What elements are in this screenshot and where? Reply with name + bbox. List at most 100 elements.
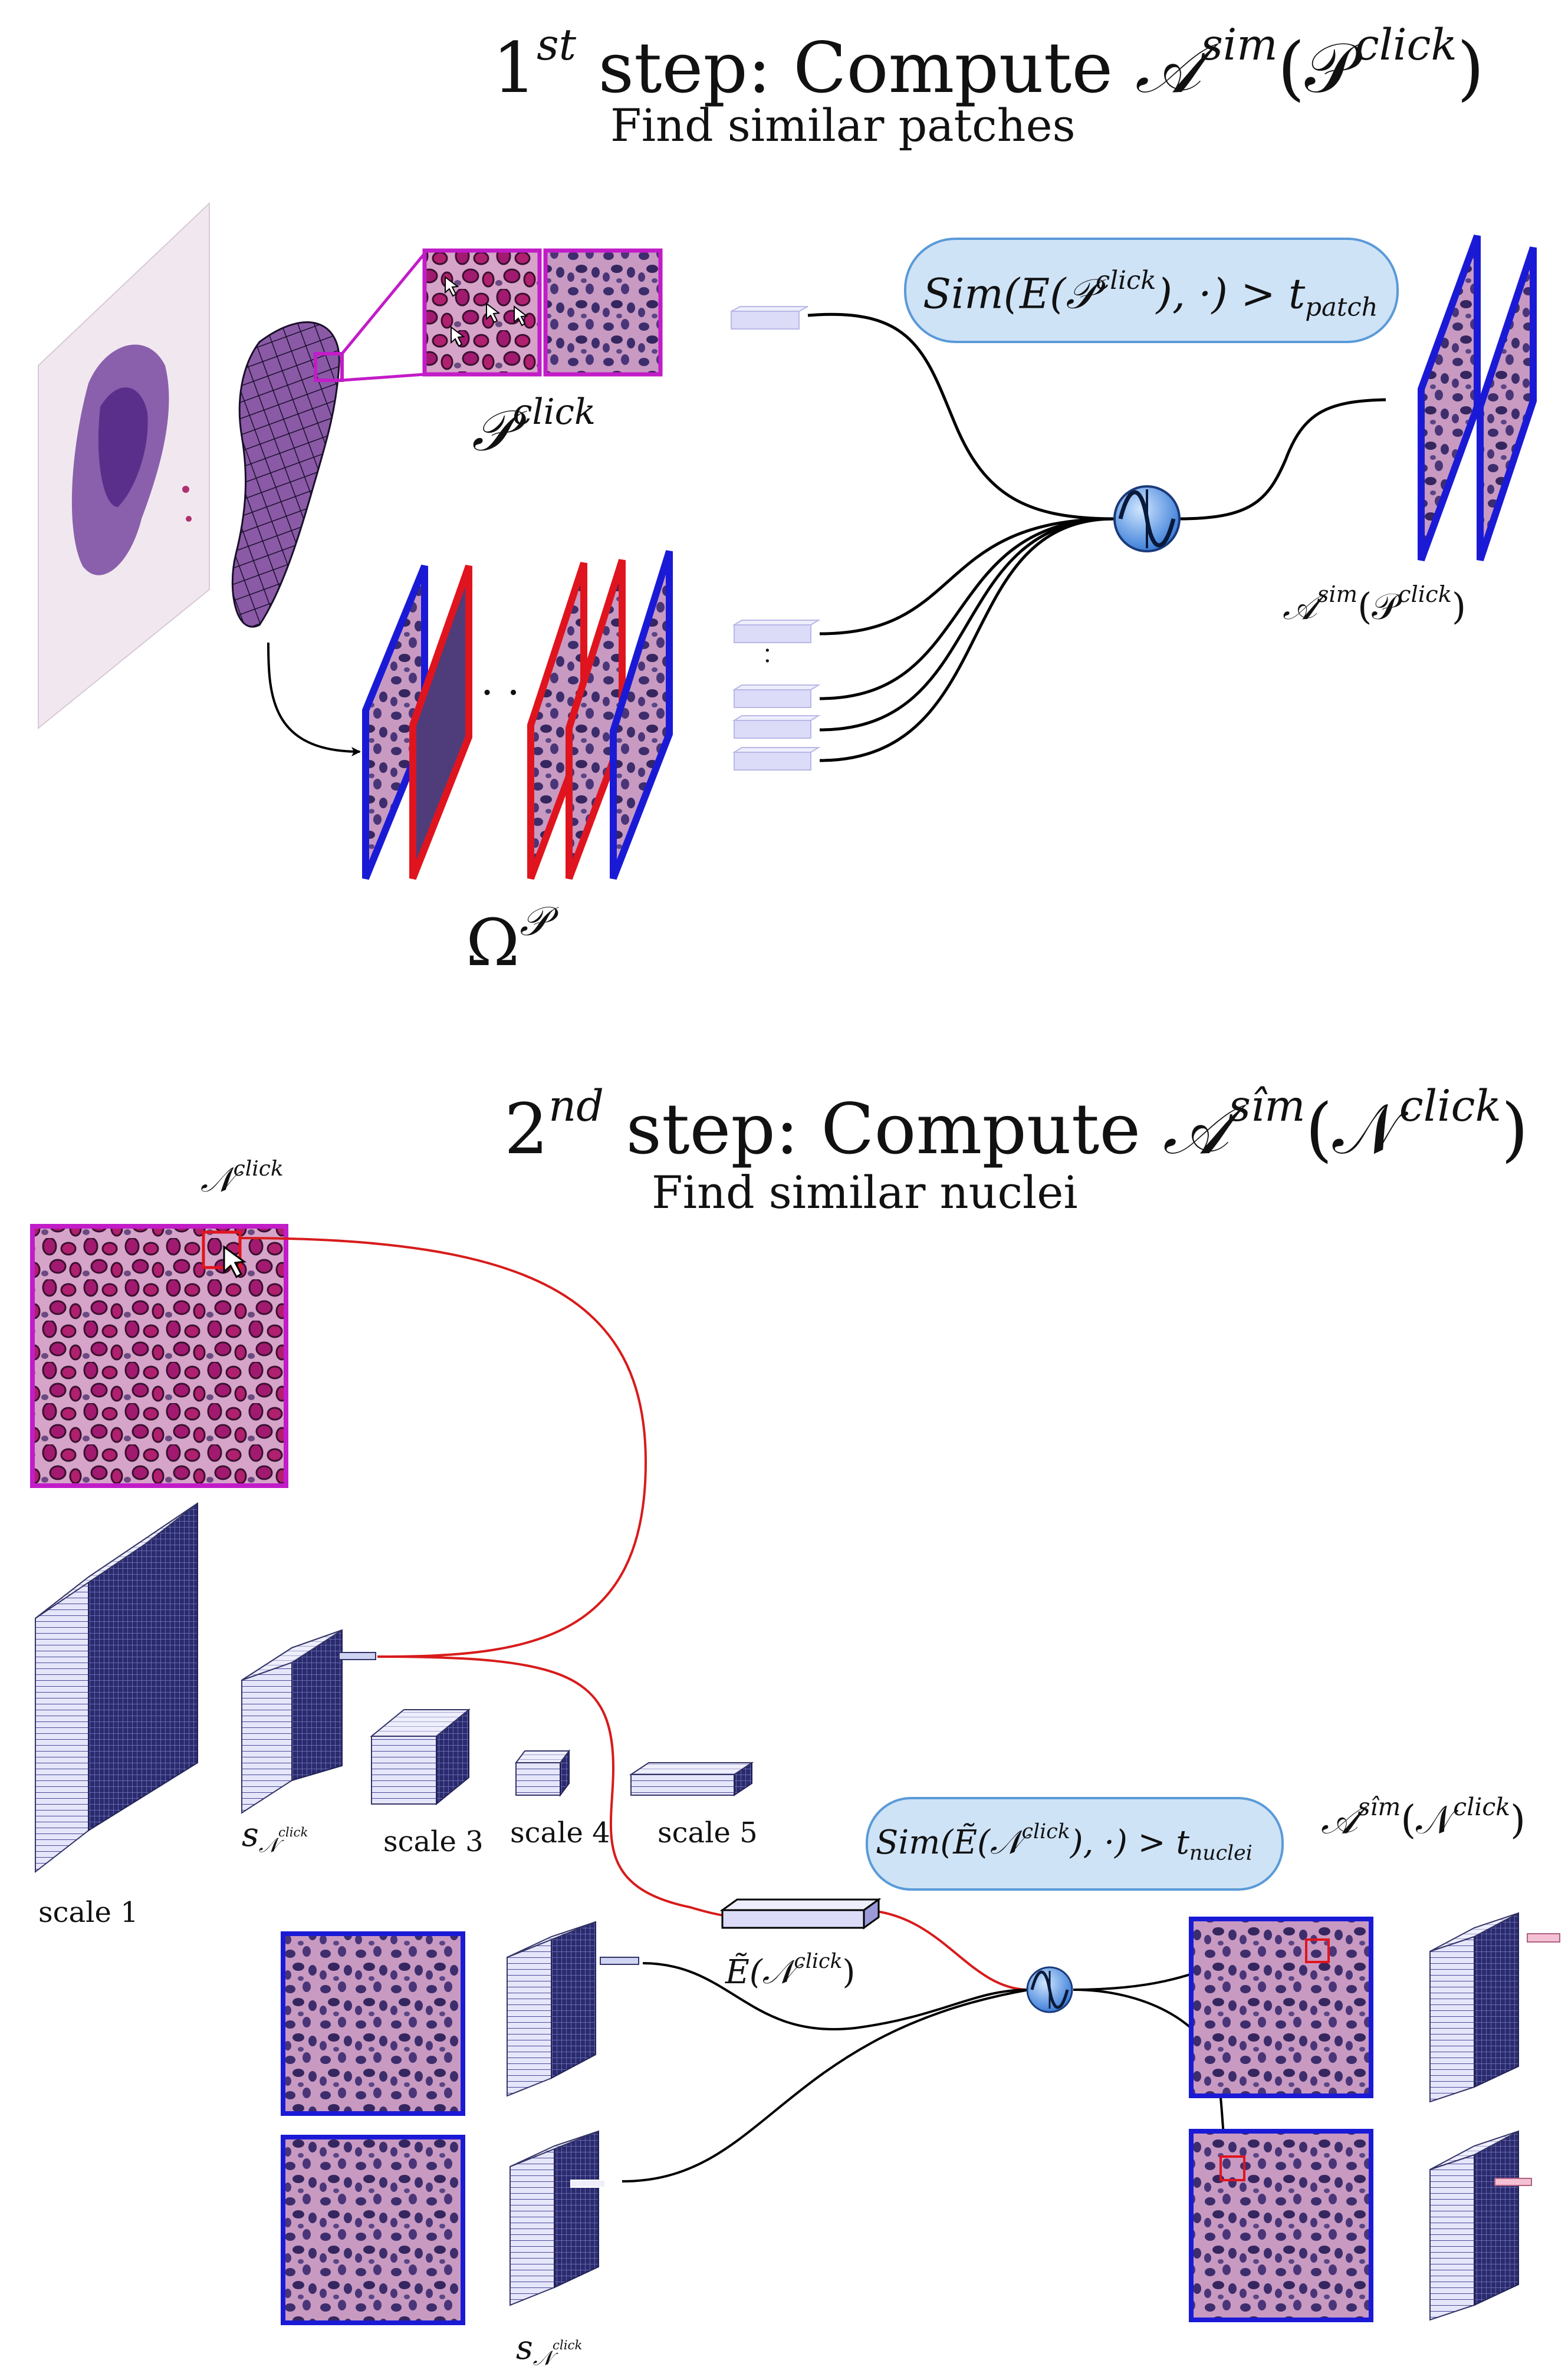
result1-close: ): [1451, 584, 1467, 628]
whole-slide-image: [38, 202, 210, 730]
embedding-close: ): [842, 1953, 856, 1992]
feature-stack-scale-1: [35, 1502, 198, 1874]
similar-nuclei-result-2: [1189, 2129, 1373, 2322]
feature-stack-scale-3: [370, 1708, 471, 1806]
result1-arg: (𝒫: [1357, 584, 1398, 628]
condition-step1-sub: patch: [1305, 292, 1378, 322]
step2-title-math-arg-sup: click: [1399, 1081, 1501, 1131]
condition-step2-rest: ), ·) > t: [1070, 1823, 1189, 1862]
result2-sym: 𝒜: [1321, 1797, 1358, 1843]
condition-text-step2: Sim(Ẽ(𝒩click), ·) > tnuclei: [876, 1822, 1253, 1864]
result1-arg-sup: click: [1398, 581, 1452, 608]
ellipsis-vertical: · ·: [764, 637, 771, 675]
step2-title-prefix: 2: [504, 1088, 549, 1170]
result2-close: ): [1510, 1797, 1526, 1843]
step1-title-math-close: ): [1457, 27, 1484, 108]
similarity-operator-icon: [1113, 485, 1181, 552]
result1-sym: 𝒜: [1283, 584, 1317, 628]
feature-vectors-step1: [731, 306, 821, 771]
s-n-click-sub-2: 𝒩: [532, 2346, 553, 2371]
n-click-label: 𝒩click: [200, 1158, 284, 1197]
feature-vector-p-click: [731, 306, 808, 330]
tissue-patch-grid: [231, 321, 344, 628]
step2-title-math-close: ): [1501, 1088, 1528, 1170]
condition-text-step1: Sim(E(𝒫click), ·) > tpatch: [923, 268, 1378, 321]
feature-stack-scale-4: [515, 1749, 570, 1797]
step1-title-math-sup: sim: [1201, 20, 1278, 70]
condition-bubble-step1: [904, 238, 1399, 343]
n-click-sym: 𝒩: [200, 1159, 234, 1200]
omega-sym: Ω: [466, 905, 520, 981]
feature-stack-scale-2: [241, 1629, 376, 1814]
s-n-click-sub-sup-2: click: [553, 2338, 583, 2353]
cursor-arrow-icon: [223, 1245, 246, 1279]
feature-vector-omega-1: [732, 620, 821, 643]
n-click-sup: click: [233, 1157, 284, 1181]
candidate-patch-2: [281, 2135, 465, 2325]
result1-sup: sim: [1317, 581, 1358, 608]
s-n-click-label-bottom: s𝒩click: [516, 2332, 582, 2369]
condition-step1-rest: ), ·) > t: [1156, 269, 1306, 318]
step2-title-math-arg: (𝒩: [1305, 1088, 1399, 1170]
scale-label-4: scale 4: [510, 1816, 610, 1849]
candidate-feature-stack-1: [507, 1921, 639, 2097]
step1-title-math: 𝒜: [1135, 27, 1201, 108]
embedding-main: Ẽ(𝒩: [725, 1953, 794, 1992]
step2-subtitle: Find similar nuclei: [652, 1166, 1078, 1219]
p-click-patch-raw: [543, 248, 663, 377]
condition-step1-main: Sim(E(𝒫: [923, 269, 1096, 318]
step1-title: 1st step: Compute 𝒜sim(𝒫click): [492, 24, 1484, 103]
similar-patches-result: [1418, 234, 1537, 562]
s-n-click-sub: 𝒩: [258, 1833, 279, 1858]
red-curve-n-click: [240, 1237, 647, 1658]
condition-step2-sup: click: [1021, 1820, 1070, 1844]
step1-title-text: step: Compute: [598, 27, 1135, 108]
condition-step1-sup: click: [1095, 266, 1156, 295]
condition-step2-main: Sim(Ẽ(𝒩: [876, 1823, 1022, 1862]
step1-subtitle: Find similar patches: [610, 99, 1076, 152]
result-label-step1: 𝒜sim(𝒫click): [1283, 581, 1467, 628]
result-feature-stack-1: [1429, 1912, 1560, 2103]
result2-arg-sup: click: [1453, 1793, 1511, 1821]
result2-sup: sîm: [1357, 1793, 1401, 1821]
similar-nuclei-result-1: [1189, 1917, 1373, 2098]
embedding-sup: click: [794, 1950, 843, 1973]
n-click-image: [30, 1224, 288, 1488]
step1-title-prefix-sup: st: [537, 20, 577, 70]
scale-label-3: scale 3: [383, 1825, 484, 1858]
s-n-click-s-2: s: [516, 2329, 533, 2367]
scale-label-5: scale 5: [658, 1816, 758, 1849]
p-click-patch-annotated: [422, 248, 542, 377]
feature-vector-omega-3: [732, 715, 821, 739]
scale-label-1: scale 1: [38, 1896, 139, 1929]
red-curve-to-operator: [866, 1909, 1027, 1991]
p-click-sym: 𝒫: [472, 397, 513, 464]
feature-vector-omega-4: [732, 747, 821, 771]
omega-label: Ω𝒫: [466, 901, 548, 975]
step1-title-math-arg-sup: click: [1355, 20, 1457, 70]
embedding-vector-n-click: [719, 1898, 882, 1930]
zoom-lines: [341, 252, 426, 382]
similarity-connections-step1: [807, 312, 1386, 762]
patch-set-omega: [362, 550, 673, 880]
result-label-step2: 𝒜sîm(𝒩click): [1321, 1795, 1526, 1840]
arrow-to-patch-set: [267, 642, 361, 756]
p-click-sup: click: [512, 392, 596, 433]
candidate-patch-1: [281, 1931, 465, 2116]
result-feature-stack-2: [1429, 2130, 1532, 2321]
cursor-arrow-icon: [445, 275, 528, 347]
step2-title-math: 𝒜: [1162, 1088, 1229, 1170]
feature-vector-omega-2: [732, 684, 821, 708]
embedding-label: Ẽ(𝒩click): [725, 1951, 855, 1989]
s-n-click-sub-sup: click: [278, 1825, 308, 1841]
condition-bubble-step2: [866, 1797, 1284, 1891]
red-curve-embedding: [377, 1655, 732, 1917]
step2-title-prefix-sup: nd: [548, 1081, 604, 1131]
step1-title-prefix: 1: [492, 27, 537, 108]
step2-title: 2nd step: Compute 𝒜sîm(𝒩click): [504, 1085, 1528, 1164]
candidate-feature-stack-2: [509, 2130, 606, 2306]
similarity-operator-icon: [1026, 1966, 1073, 2013]
step2-title-text: step: Compute: [626, 1088, 1163, 1170]
feature-stack-scale-5: [629, 1762, 754, 1796]
